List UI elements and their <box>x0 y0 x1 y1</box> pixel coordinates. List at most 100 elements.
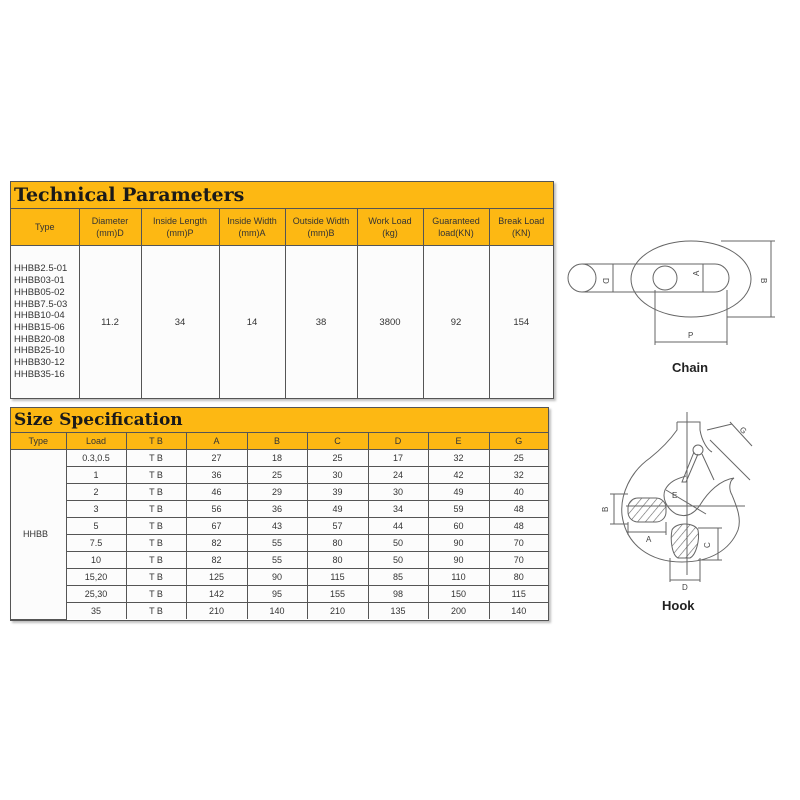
header-row: Type Diameter(mm)D Inside Length(mm)P In… <box>11 209 553 246</box>
c-cell: 25 <box>306 449 369 467</box>
load-cell: 10 <box>66 551 127 569</box>
hook-caption: Hook <box>662 598 695 613</box>
hook-label-d: D <box>682 583 688 592</box>
e-cell: 60 <box>427 517 490 535</box>
c-cell: 80 <box>306 534 369 552</box>
header-a: A <box>185 433 248 450</box>
header-inside-width: Inside Width(mm)A <box>218 209 286 246</box>
a-cell: 82 <box>185 534 248 552</box>
a-cell: 27 <box>185 449 248 467</box>
chain-label-d: D <box>601 278 610 284</box>
tb-cell: T B <box>125 483 187 501</box>
d-cell: 98 <box>367 585 429 603</box>
d-cell: 85 <box>367 568 429 586</box>
table-row: 35 T B 210 140 210 135 200 140 <box>11 602 548 619</box>
g-cell: 48 <box>488 500 548 518</box>
g-cell: 70 <box>488 534 548 552</box>
c-cell: 39 <box>306 483 369 501</box>
header-row: Type Load T B A B C D E G <box>11 433 548 450</box>
tb-cell: T B <box>125 551 187 569</box>
a-cell: 82 <box>185 551 248 569</box>
diameter-value: 11.2 <box>78 245 142 398</box>
d-cell: 135 <box>367 602 429 619</box>
g-cell: 32 <box>488 466 548 484</box>
chain-label-p: P <box>688 331 693 340</box>
c-cell: 57 <box>306 517 369 535</box>
size-specification-title: Size Specification <box>11 408 548 433</box>
g-cell: 48 <box>488 517 548 535</box>
header-outside-width: Outside Width(mm)B <box>284 209 358 246</box>
a-cell: 142 <box>185 585 248 603</box>
table-row: 7.5 T B 82 55 80 50 90 70 <box>11 534 548 552</box>
tb-cell: T B <box>125 568 187 586</box>
table-row: HHBB2.5-01 HHBB03-01 HHBB05-02 HHBB7.5-0… <box>11 245 553 398</box>
header-b: B <box>246 433 308 450</box>
technical-parameters-table: Technical Parameters Type Diameter(mm)D … <box>10 181 554 399</box>
type-item: HHBB10-04 <box>14 310 65 322</box>
header-type: Type <box>11 433 67 450</box>
hook-label-b: B <box>601 507 610 512</box>
hook-label-e: E <box>672 491 677 500</box>
tb-cell: T B <box>125 466 187 484</box>
load-cell: 3 <box>66 500 127 518</box>
c-cell: 210 <box>306 602 369 619</box>
b-cell: 55 <box>246 551 308 569</box>
table-row: 15,20 T B 125 90 115 85 110 80 <box>11 568 548 586</box>
header-load: Load <box>65 433 127 450</box>
chain-caption: Chain <box>672 360 709 375</box>
load-cell: 15,20 <box>66 568 127 586</box>
tb-cell: T B <box>125 517 187 535</box>
outside-width-value: 38 <box>284 245 358 398</box>
c-cell: 49 <box>306 500 369 518</box>
guaranteed-load-value: 92 <box>422 245 490 398</box>
type-item: HHBB05-02 <box>14 286 65 298</box>
d-cell: 24 <box>367 466 429 484</box>
table-row: 2 T B 46 29 39 30 49 40 <box>11 483 548 501</box>
break-load-value: 154 <box>488 245 553 398</box>
a-cell: 210 <box>185 602 248 619</box>
load-cell: 2 <box>66 483 127 501</box>
table-row: 3 T B 56 36 49 34 59 48 <box>11 500 548 518</box>
table-row: HHBB 0.3,0.5 T B 27 18 25 17 32 25 <box>11 449 548 620</box>
a-cell: 56 <box>185 500 248 518</box>
b-cell: 18 <box>246 449 308 467</box>
e-cell: 110 <box>427 568 490 586</box>
type-list-cell: HHBB2.5-01 HHBB03-01 HHBB05-02 HHBB7.5-0… <box>11 245 80 398</box>
work-load-value: 3800 <box>356 245 424 398</box>
type-cell: HHBB <box>11 449 67 620</box>
chain-label-a: A <box>692 270 701 276</box>
type-item: HHBB03-01 <box>14 275 65 287</box>
load-cell: 5 <box>66 517 127 535</box>
c-cell: 30 <box>306 466 369 484</box>
table-row: 5 T B 67 43 57 44 60 48 <box>11 517 548 535</box>
type-item: HHBB15-06 <box>14 322 65 333</box>
chain-label-b: B <box>759 278 768 283</box>
d-cell: 50 <box>367 551 429 569</box>
header-break-load: Break Load(KN) <box>488 209 553 246</box>
header-diameter: Diameter(mm)D <box>78 209 142 246</box>
c-cell: 80 <box>306 551 369 569</box>
hook-label-a: A <box>646 535 652 544</box>
c-cell: 155 <box>306 585 369 603</box>
type-item: HHBB20-08 <box>14 333 65 345</box>
g-cell: 80 <box>488 568 548 586</box>
d-cell: 30 <box>367 483 429 501</box>
tb-cell: T B <box>125 585 187 603</box>
e-cell: 59 <box>427 500 490 518</box>
a-cell: 36 <box>185 466 248 484</box>
e-cell: 49 <box>427 483 490 501</box>
type-item: HHBB35-16 <box>14 368 65 380</box>
g-cell: 40 <box>488 483 548 501</box>
tb-cell: T B <box>125 500 187 518</box>
load-cell: 1 <box>66 466 127 484</box>
header-work-load: Work Load(kg) <box>356 209 424 246</box>
header-c: C <box>306 433 369 450</box>
table-row: 10 T B 82 55 80 50 90 70 <box>11 551 548 569</box>
header-d: D <box>367 433 429 450</box>
b-cell: 25 <box>246 466 308 484</box>
d-cell: 50 <box>367 534 429 552</box>
d-cell: 34 <box>367 500 429 518</box>
g-cell: 25 <box>488 449 548 467</box>
header-g: G <box>488 433 548 450</box>
type-item: HHBB30-12 <box>14 357 65 369</box>
